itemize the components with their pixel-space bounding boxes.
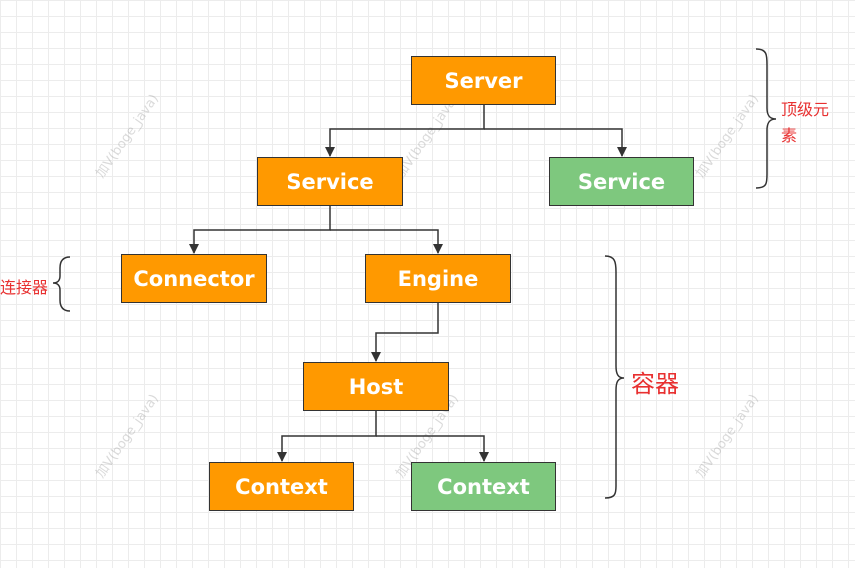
edge-service-to-engine <box>330 229 443 254</box>
container-annotation: 容器 <box>631 370 679 398</box>
brace-connector <box>52 256 71 312</box>
edge-host-to-context-secondary <box>376 435 489 462</box>
edge-server-to-service-secondary <box>484 128 627 157</box>
service-node-secondary: Service <box>549 157 694 206</box>
edge-server-to-service <box>325 105 485 157</box>
engine-node: Engine <box>365 254 511 303</box>
top-level-label-line1: 顶级元 <box>781 100 830 119</box>
context-node-secondary: Context <box>411 462 556 511</box>
context-node: Context <box>209 462 354 511</box>
brace-container <box>604 255 625 499</box>
server-node: Server <box>411 56 556 105</box>
connector-annotation: 连接器 <box>0 278 49 297</box>
edge-engine-to-host <box>371 303 439 362</box>
edge-host-to-context <box>277 411 377 462</box>
connector-node: Connector <box>121 254 267 303</box>
brace-top-level <box>755 48 777 189</box>
service-node: Service <box>257 157 403 206</box>
top-level-label-line2: 素 <box>781 126 798 145</box>
host-node: Host <box>303 362 449 411</box>
edge-service-to-connector <box>189 206 331 254</box>
